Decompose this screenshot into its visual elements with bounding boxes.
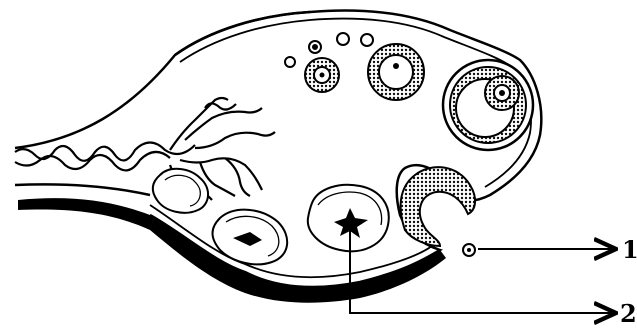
corpus-albicans-old	[153, 169, 208, 213]
label-2: 2	[620, 299, 637, 328]
secondary-follicle	[368, 44, 424, 100]
mature-follicle	[443, 60, 533, 150]
arrow-2	[350, 225, 614, 313]
corpus-albicans	[213, 210, 288, 265]
label-1: 1	[622, 235, 637, 264]
ovulated-oocyte	[463, 244, 475, 256]
primary-follicle	[305, 58, 339, 92]
corpus-luteum	[308, 185, 389, 251]
ruptured-follicle	[401, 167, 475, 246]
